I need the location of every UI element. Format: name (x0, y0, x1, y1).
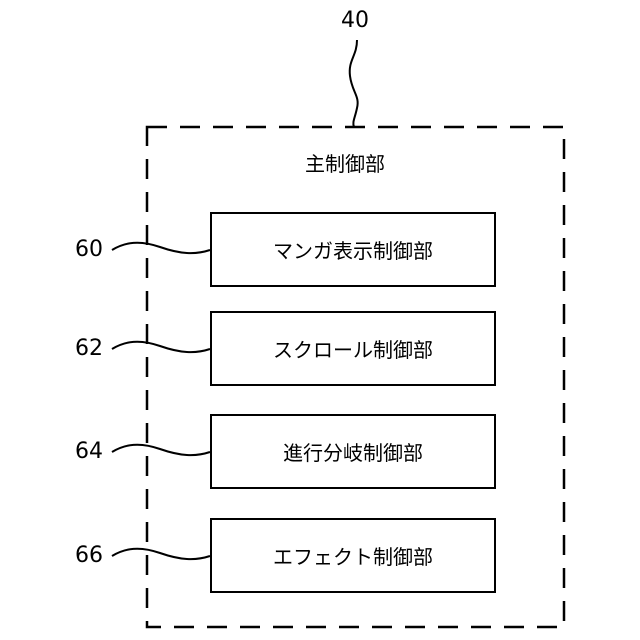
main-unit-title: 主制御部 (275, 152, 415, 176)
block-effect-control: エフェクト制御部 (210, 518, 496, 593)
block-label: マンガ表示制御部 (273, 235, 433, 264)
reference-numeral-62: 62 (66, 336, 112, 362)
block-label: スクロール制御部 (273, 334, 433, 363)
block-scroll-control: スクロール制御部 (210, 311, 496, 386)
block-branch-control: 進行分岐制御部 (210, 414, 496, 489)
leader-line-64 (112, 445, 210, 455)
reference-numeral-64: 64 (66, 439, 112, 465)
leader-line-66 (112, 549, 210, 559)
block-label: 進行分岐制御部 (283, 437, 423, 466)
leader-line-62 (112, 342, 210, 352)
leader-line-40 (350, 40, 358, 127)
leader-line-60 (112, 243, 210, 253)
reference-numeral-40: 40 (330, 8, 380, 34)
reference-numeral-66: 66 (66, 543, 112, 569)
block-label: エフェクト制御部 (273, 541, 433, 570)
reference-numeral-60: 60 (66, 237, 112, 263)
block-manga-display-control: マンガ表示制御部 (210, 212, 496, 287)
